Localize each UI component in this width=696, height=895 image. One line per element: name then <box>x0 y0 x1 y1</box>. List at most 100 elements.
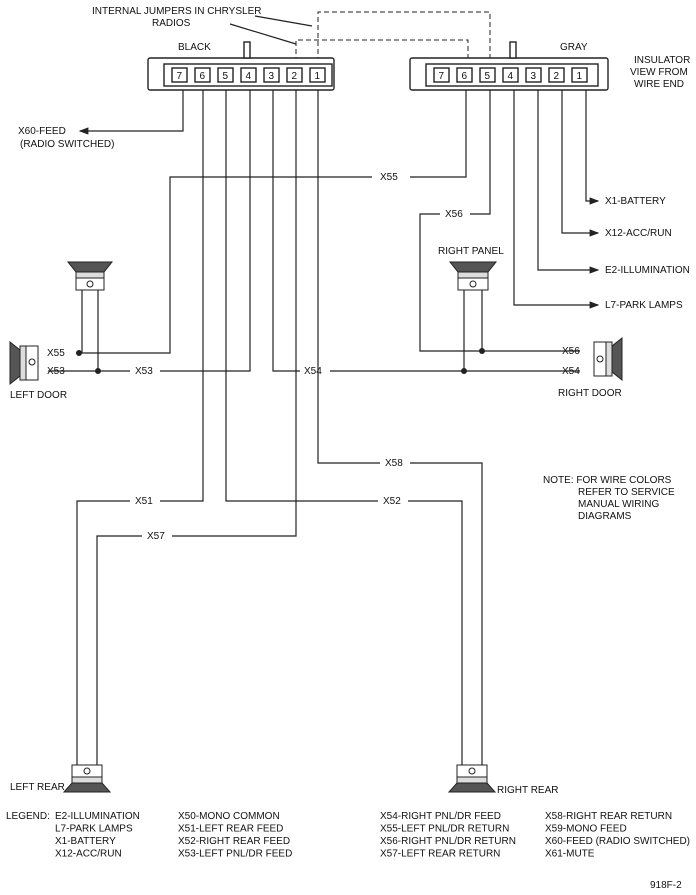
x1-battery-label: X1-BATTERY <box>605 196 666 207</box>
legend-item: X58-RIGHT REAR RETURN <box>545 811 672 822</box>
x51-wire <box>76 90 204 765</box>
x55-door-label: X55 <box>47 348 65 359</box>
left-rear-label: LEFT REAR <box>10 782 65 793</box>
right-door-label: RIGHT DOOR <box>558 388 622 399</box>
gray-pin-box <box>479 67 496 83</box>
junction-dot <box>76 350 82 356</box>
figure-id: 918F-2 <box>650 880 682 891</box>
x12-accrun-wire <box>561 90 600 237</box>
x52-wire <box>225 90 463 765</box>
gray-pin-number: 7 <box>439 71 445 82</box>
legend-item: X51-LEFT REAR FEED <box>178 824 283 835</box>
legend-item: X56-RIGHT PNL/DR RETURN <box>380 836 516 847</box>
black-pin-box <box>240 67 257 83</box>
legend-item: X61-MUTE <box>545 849 595 860</box>
x12-accrun-label: X12-ACC/RUN <box>605 228 672 239</box>
jumper-dashed-1 <box>317 11 491 62</box>
right-door-speaker <box>593 336 623 382</box>
left-door-speaker <box>9 340 39 386</box>
legend-title: LEGEND: <box>6 811 50 822</box>
gray-pin-box <box>502 67 519 83</box>
black-connector <box>147 41 335 91</box>
black-pin-box <box>217 67 234 83</box>
left-rear-speaker <box>62 764 112 793</box>
legend-item: X55-LEFT PNL/DR RETURN <box>380 824 509 835</box>
x1-battery-wire <box>585 90 600 205</box>
note-line2: REFER TO SERVICE <box>578 487 675 498</box>
x52-label: X52 <box>383 496 401 507</box>
l7-park-lamps-wire <box>513 90 600 309</box>
black-pin-box <box>194 67 211 83</box>
x56-wire <box>419 90 580 352</box>
note-line1: NOTE: FOR WIRE COLORS <box>543 475 672 486</box>
gray-pin-box <box>433 67 450 83</box>
x57-label: X57 <box>147 531 165 542</box>
black-pin-box <box>171 67 188 83</box>
x56-door-label: X56 <box>562 346 580 357</box>
gray-pin-number: 1 <box>577 71 583 82</box>
x54-door-label: X54 <box>562 366 580 377</box>
black-pin-box <box>309 67 326 83</box>
insulator-label-line2: VIEW FROM <box>630 67 688 78</box>
gray-pin-number: 2 <box>554 71 560 82</box>
black-pin-box <box>286 67 303 83</box>
black-pin-number: 6 <box>200 71 206 82</box>
junction-dot <box>479 348 485 354</box>
x58-wire <box>317 90 483 765</box>
jumpers-label-line1: INTERNAL JUMPERS IN CHRYSLER <box>92 6 261 17</box>
black-pin-number: 5 <box>223 71 229 82</box>
jumper-dashed-2 <box>295 39 469 62</box>
black-pin-number: 3 <box>269 71 275 82</box>
x54-label: X54 <box>304 366 322 377</box>
black-pin-number: 2 <box>292 71 298 82</box>
e2-illumination-wire <box>537 90 600 274</box>
legend-item: E2-ILLUMINATION <box>55 811 140 822</box>
x58-label: X58 <box>385 458 403 469</box>
e2-illumination-label: E2-ILLUMINATION <box>605 265 690 276</box>
jumpers-label-line2: RADIOS <box>152 18 191 29</box>
left-panel-speaker <box>66 261 114 291</box>
left-door-label: LEFT DOOR <box>10 390 67 401</box>
legend-item: X57-LEFT REAR RETURN <box>380 849 500 860</box>
gray-pin-box <box>571 67 588 83</box>
legend-item: X59-MONO FEED <box>545 824 627 835</box>
note-line3: MANUAL WIRING <box>578 499 660 510</box>
legend-item: X50-MONO COMMON <box>178 811 280 822</box>
insulator-label-line1: INSULATOR <box>634 55 690 66</box>
legend-item: X53-LEFT PNL/DR FEED <box>178 849 292 860</box>
x55-label: X55 <box>380 172 398 183</box>
x53-label: X53 <box>135 366 153 377</box>
x60-feed-wire <box>78 90 184 135</box>
right-rear-label: RIGHT REAR <box>497 785 559 796</box>
black-pin-box <box>263 67 280 83</box>
x57-wire <box>96 90 297 765</box>
insulator-label-line3: WIRE END <box>634 79 684 90</box>
legend-item: X54-RIGHT PNL/DR FEED <box>380 811 501 822</box>
black-connector-label: BLACK <box>178 42 211 53</box>
junction-dot <box>95 368 101 374</box>
gray-connector-label: GRAY <box>560 42 588 53</box>
x54-wire <box>272 90 580 372</box>
gray-pin-number: 6 <box>462 71 468 82</box>
right-panel-speaker <box>448 261 498 291</box>
gray-pin-number: 3 <box>531 71 537 82</box>
gray-pin-box <box>456 67 473 83</box>
x60-feed-label: X60-FEED <box>18 126 66 137</box>
junction-dot <box>461 368 467 374</box>
right-panel-label: RIGHT PANEL <box>438 246 504 257</box>
x53-wire <box>48 90 251 372</box>
x60-feed-label-2: (RADIO SWITCHED) <box>20 139 114 150</box>
legend-item: X12-ACC/RUN <box>55 849 122 860</box>
right-rear-speaker <box>447 764 497 793</box>
gray-pin-box <box>548 67 565 83</box>
black-pin-number: 4 <box>246 71 252 82</box>
note-line4: DIAGRAMS <box>578 511 632 522</box>
legend-item: L7-PARK LAMPS <box>55 824 133 835</box>
jumper-leader-2 <box>229 23 297 45</box>
x53-door-label: X53 <box>47 366 65 377</box>
